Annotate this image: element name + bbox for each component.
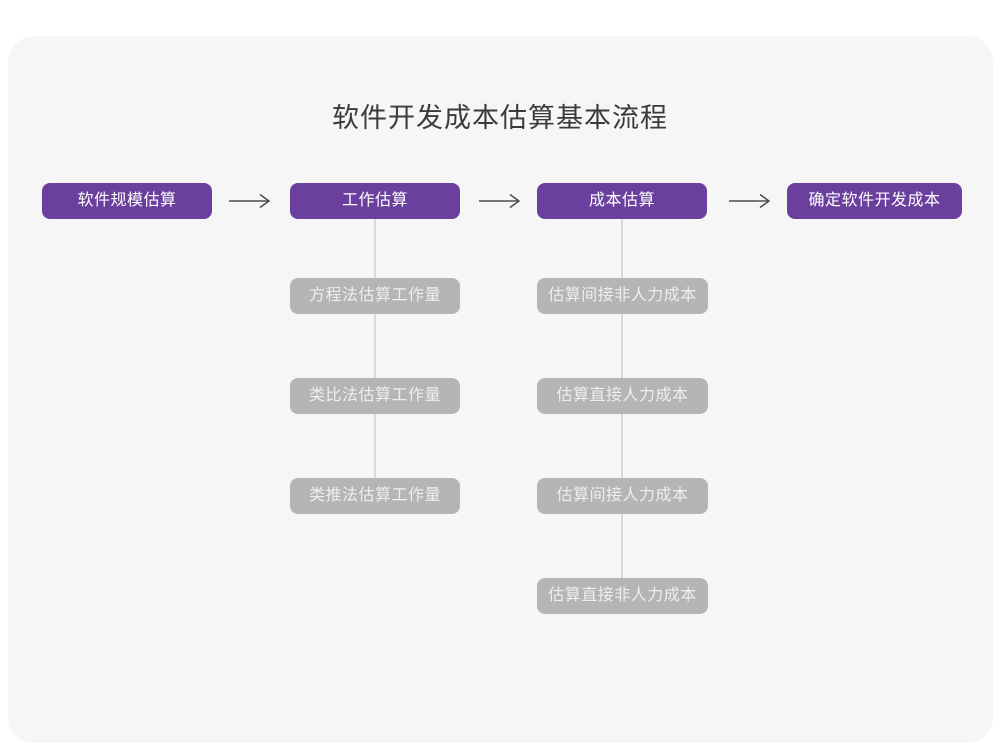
arrow-right-icon <box>229 193 271 209</box>
arrow-right-icon <box>729 193 771 209</box>
subnode-equation-method: 方程法估算工作量 <box>290 278 460 314</box>
node-determine-dev-cost: 确定软件开发成本 <box>787 183 962 219</box>
subnode-indirect-nonlabor-cost: 估算间接非人力成本 <box>537 278 708 314</box>
connector-line <box>374 219 376 478</box>
node-cost-estimation: 成本估算 <box>537 183 707 219</box>
diagram-card <box>8 36 993 743</box>
subnode-analogy-method: 类比法估算工作量 <box>290 378 460 414</box>
subnode-extrapolation-method: 类推法估算工作量 <box>290 478 460 514</box>
node-scale-estimation: 软件规模估算 <box>42 183 212 219</box>
arrow-right-icon <box>479 193 521 209</box>
diagram-title: 软件开发成本估算基本流程 <box>332 103 668 133</box>
subnode-direct-labor-cost: 估算直接人力成本 <box>537 378 708 414</box>
subnode-direct-nonlabor-cost: 估算直接非人力成本 <box>537 578 708 614</box>
subnode-indirect-labor-cost: 估算间接人力成本 <box>537 478 708 514</box>
node-work-estimation: 工作估算 <box>290 183 460 219</box>
